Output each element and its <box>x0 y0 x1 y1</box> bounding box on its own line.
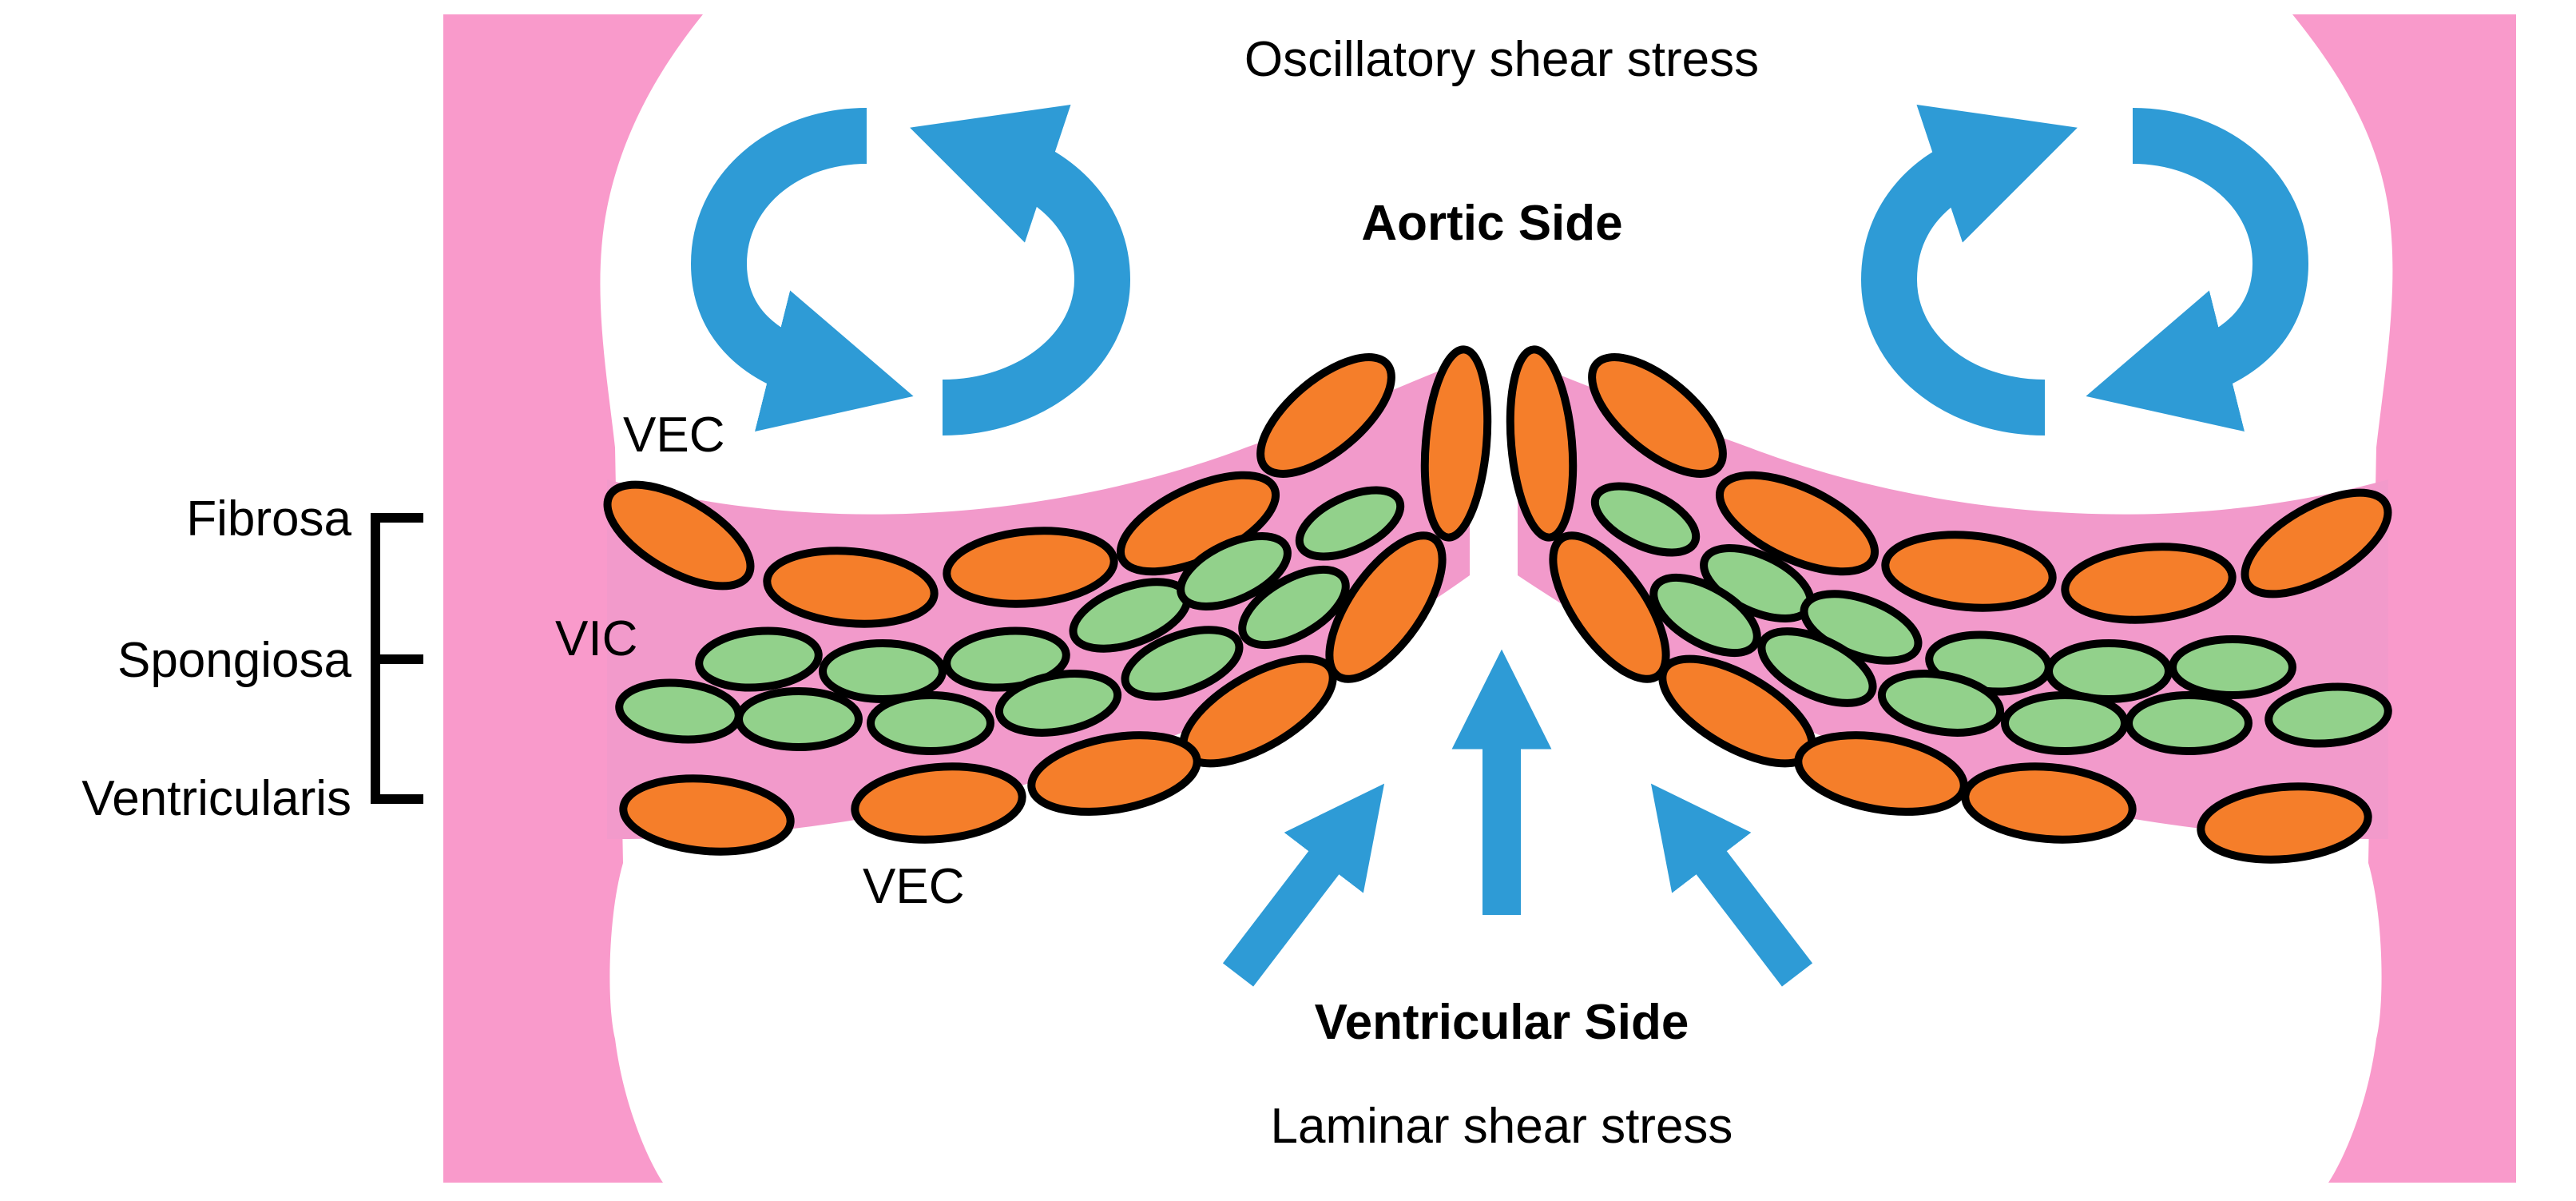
spongiosa-label: Spongiosa <box>117 633 352 688</box>
vec-cell <box>1549 531 1670 683</box>
vec-cell <box>1256 353 1395 478</box>
vic-cell <box>1590 482 1701 557</box>
vic-label: VIC <box>555 611 637 666</box>
left-vessel-wall <box>443 14 703 1183</box>
vec-cell <box>943 527 1118 608</box>
vec-cell <box>763 547 939 628</box>
vic-cell <box>1121 626 1244 701</box>
vec-cell <box>851 762 1026 844</box>
layer-bracket <box>371 513 423 804</box>
bottom-stress-label: Laminar shear stress <box>1271 1099 1733 1154</box>
vic-cell <box>1295 486 1405 561</box>
vic-cell <box>1177 532 1292 610</box>
vic-cell <box>2264 682 2392 748</box>
vic-cell <box>735 687 863 751</box>
fibrosa-label: Fibrosa <box>186 491 351 547</box>
vic-cell <box>1877 670 2005 737</box>
vic-cell <box>1649 573 1761 658</box>
vic-cell <box>867 691 994 755</box>
vic-cell <box>1238 565 1350 650</box>
upward-flow-arrow-icon <box>1222 649 1813 987</box>
vec-cell <box>619 774 795 856</box>
vec-cell <box>1715 471 1879 576</box>
vec-cell <box>1325 531 1447 683</box>
vec-cell <box>1420 345 1492 542</box>
aortic-side-label: Aortic Side <box>1361 196 1622 251</box>
vic-cell <box>2169 635 2296 699</box>
vec-cell <box>1881 531 2057 612</box>
vec-cell <box>603 480 755 591</box>
top-stress-label: Oscillatory shear stress <box>1244 32 1759 87</box>
vic-cell <box>2125 691 2253 755</box>
vic-cell <box>1757 627 1877 707</box>
vec-cell <box>2061 543 2237 624</box>
vec-bottom-label: VEC <box>863 859 964 914</box>
vec-cell <box>1588 353 1727 478</box>
vic-cell <box>2001 691 2129 755</box>
ventricular-side-label: Ventricular Side <box>1315 995 1689 1050</box>
ventricularis-label: Ventricularis <box>81 771 351 826</box>
vec-top-label: VEC <box>623 408 724 463</box>
vec-cell <box>2241 488 2392 599</box>
vic-cell <box>819 639 947 703</box>
vec-cell <box>2197 782 2372 864</box>
circular-flow-arrows-icon <box>1860 104 2309 435</box>
vic-cell <box>943 626 1070 692</box>
right-vessel-wall <box>2292 14 2516 1183</box>
vec-cell <box>1027 731 1201 816</box>
circular-flow-arrows-icon <box>690 104 1131 435</box>
vec-cell <box>1506 345 1578 542</box>
vic-cell <box>695 626 823 692</box>
vic-cell <box>2045 639 2173 703</box>
vec-cell <box>1961 762 2137 844</box>
vic-cell <box>994 670 1122 737</box>
